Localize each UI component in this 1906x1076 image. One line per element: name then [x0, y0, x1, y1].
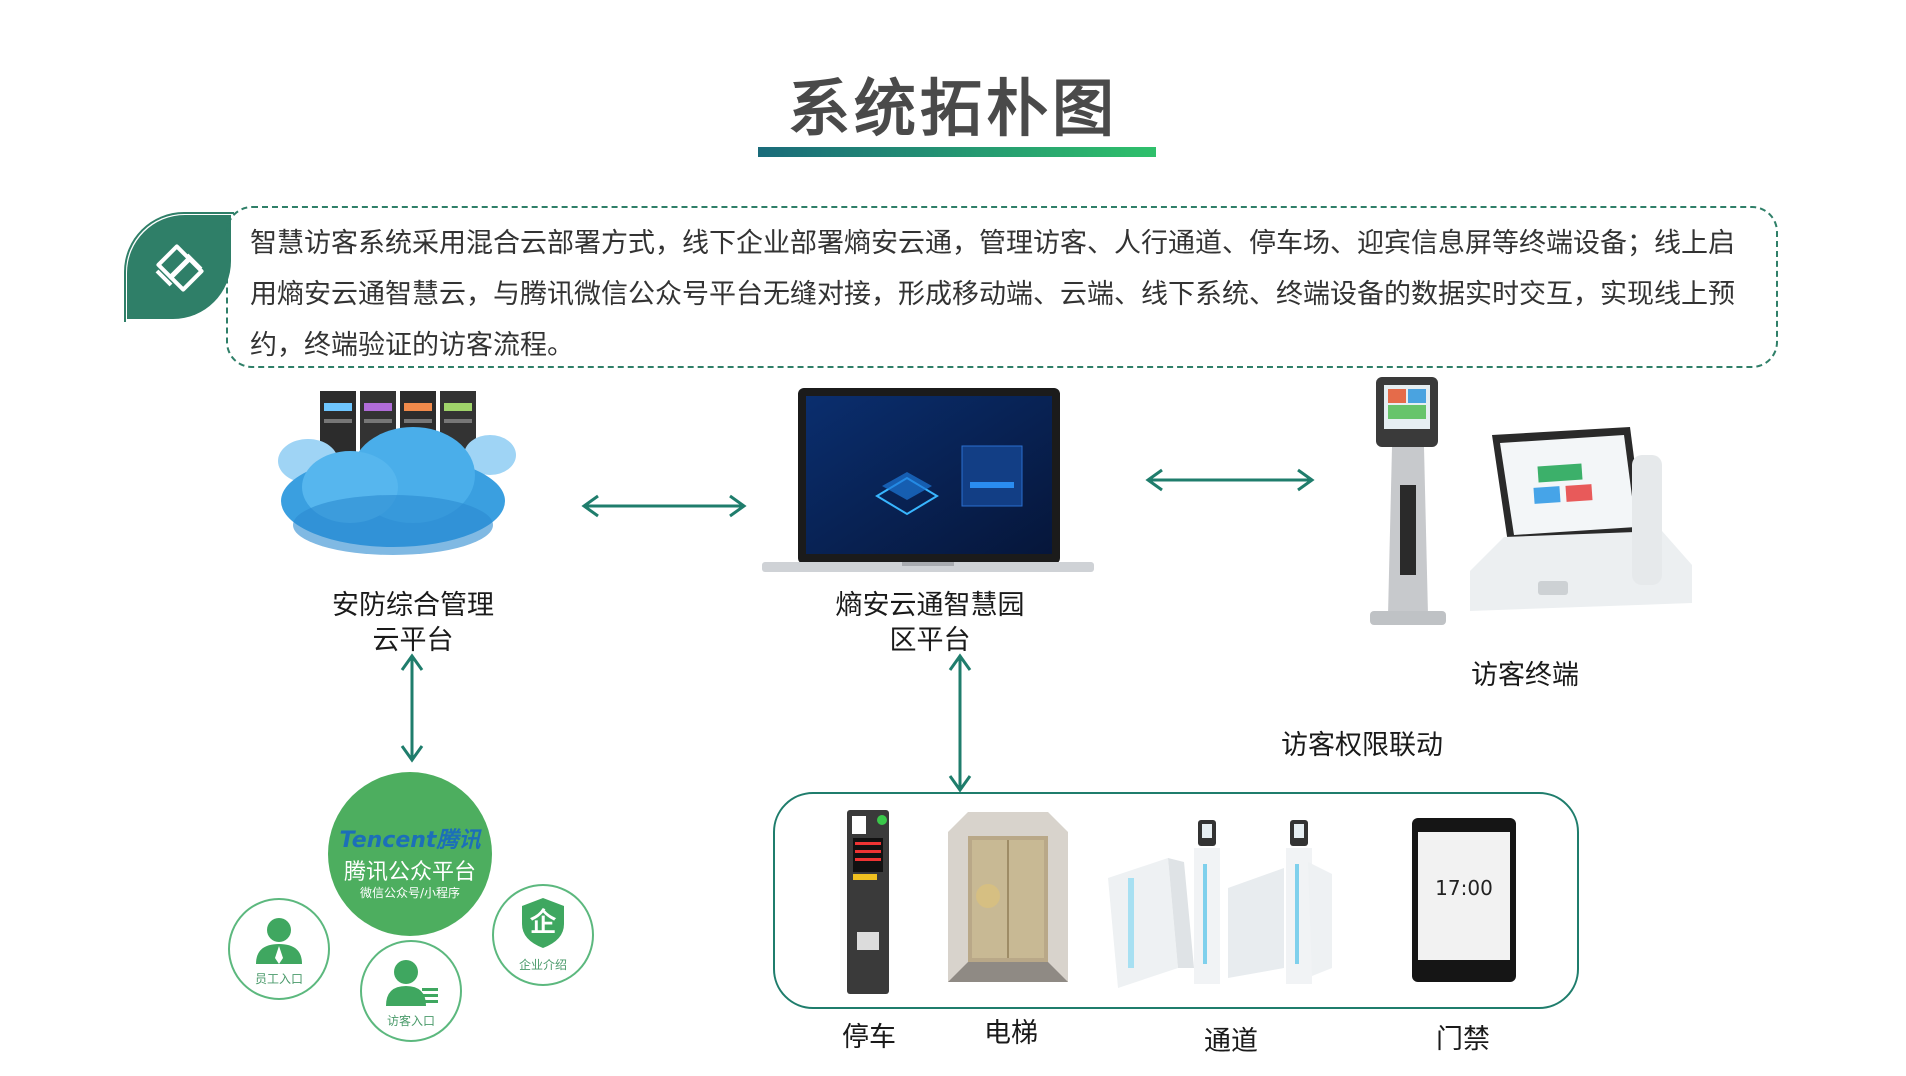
company-intro-label: 企业介绍: [518, 958, 567, 972]
cloud-server-icon: [278, 391, 516, 555]
company-shield-icon: [522, 898, 564, 948]
page-title: 系统拓朴图: [787, 72, 1118, 145]
permission-link-label: 访客权限联动: [1281, 730, 1443, 761]
arrow-park-terminal: [1145, 468, 1315, 492]
device-label-elevator: 电梯: [984, 1018, 1038, 1049]
device-label-access: 门禁: [1436, 1024, 1490, 1055]
visitor-user-icon: [386, 960, 438, 1006]
description-box: [226, 206, 1778, 368]
arrow-cloud-tencent: [400, 653, 424, 763]
device-label-parking: 停车: [842, 1022, 896, 1053]
cloud-platform-line2: 云平台: [372, 625, 454, 656]
staff-entry[interactable]: 员工入口: [228, 898, 330, 1000]
desc-tab: [127, 215, 231, 319]
tencent-platform-circle[interactable]: Tencent腾讯 腾讯公众平台 微信公众号/小程序: [328, 772, 492, 936]
park-platform-label: 熵安云通智慧园 区平台: [820, 588, 1040, 658]
staff-user-icon: [256, 918, 302, 964]
cloud-platform-line1: 安防综合管理: [332, 590, 494, 621]
description-text: 智慧访客系统采用混合云部署方式，线下企业部署熵安云通，管理访客、人行通道、停车场…: [250, 228, 1735, 361]
elevator-icon: [948, 812, 1068, 982]
access-control-screen: [1418, 832, 1510, 960]
laptop-icon: [762, 388, 1094, 572]
access-control-time: 17:00: [1435, 876, 1493, 900]
tencent-platform-sub: 微信公众号/小程序: [359, 886, 461, 900]
arrow-park-devices: [948, 653, 972, 793]
parking-terminal-icon: [847, 810, 889, 994]
park-platform-line1: 熵安云通智慧园: [835, 590, 1025, 621]
tencent-brand: Tencent腾讯: [339, 828, 481, 853]
device-group-box: [773, 792, 1579, 1009]
visitor-entry-label: 访客入口: [386, 1014, 435, 1028]
cloud-platform-label: 安防综合管理 云平台: [300, 588, 526, 658]
visitor-kiosk-icon: [1370, 377, 1692, 625]
device-label-passage: 通道: [1204, 1026, 1258, 1057]
title-underline: [758, 147, 1156, 157]
company-intro[interactable]: 企 企业介绍: [492, 884, 594, 986]
access-control-device: 17:00: [1412, 818, 1516, 982]
handshake-icon: [155, 244, 204, 292]
park-platform-line2: 区平台: [889, 625, 971, 656]
tencent-platform-name: 腾讯公众平台: [343, 860, 476, 885]
visitor-entry[interactable]: 访客入口: [360, 940, 462, 1042]
desc-tab-outline: [124, 212, 234, 322]
company-glyph: 企: [529, 908, 556, 938]
turnstile-icon: [1108, 820, 1332, 988]
staff-entry-label: 员工入口: [254, 972, 303, 986]
visitor-terminal-label: 访客终端: [1471, 660, 1579, 691]
arrow-cloud-park: [581, 494, 747, 518]
